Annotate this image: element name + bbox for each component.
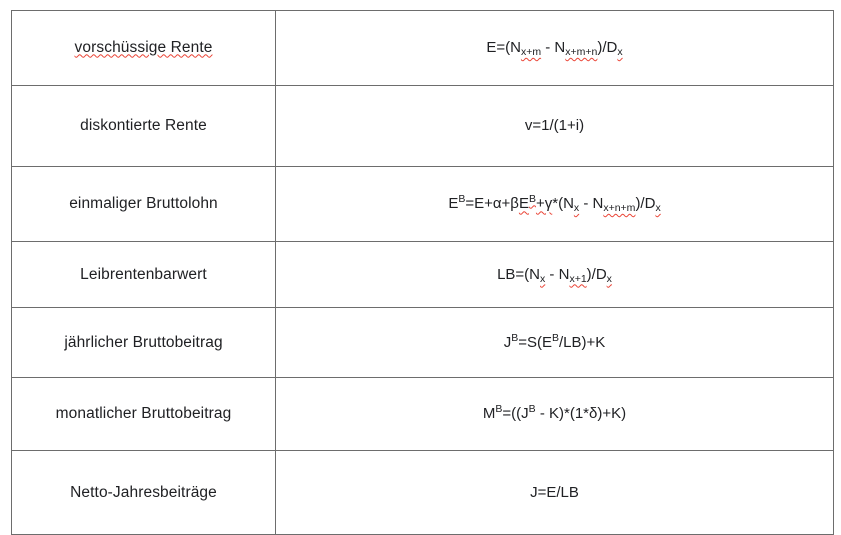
formula-subscript: x+n+m [603,202,636,215]
table-cell-label: jährlicher Bruttobeitrag [11,307,276,378]
formula-superscript: B [528,193,536,206]
formula-subscript: x+1 [569,272,587,285]
formula-expression: LB=(Nx - Nx+1)/Dx [497,265,612,285]
formula-subscript: x [617,46,623,59]
formula-subscript: x+m+n [565,46,598,59]
formula-part: )/D [635,195,656,213]
formula-part: =S(E [518,333,552,351]
term-label: Netto-Jahresbeiträge [70,483,217,501]
formula-part: M [482,405,496,423]
table-row: vorschüssige Rente E=(Nx+m - Nx+m+n)/Dx [11,10,834,86]
term-label: diskontierte Rente [80,117,207,135]
table-cell-label: diskontierte Rente [11,85,276,167]
formula-part: E [518,195,529,213]
formula-superscript: B [495,403,503,416]
formula-expression: JB=S(EB/LB)+K [503,331,606,351]
formula-expression: v=1/(1+i) [524,117,585,135]
formula-subscript: x+m [520,46,542,59]
table-row: einmaliger Bruttolohn EB=E+α+βEB+γ*(Nx -… [11,166,834,242]
formula-expression: EB=E+α+βEB+γ*(Nx - Nx+n+m)/Dx [448,193,661,215]
table-row: Leibrentenbarwert LB=(Nx - Nx+1)/Dx [11,241,834,308]
formula-superscript: B [551,331,559,344]
table-cell-label: Leibrentenbarwert [11,241,276,308]
table-cell-formula: v=1/(1+i) [275,85,834,167]
formula-table: vorschüssige Rente E=(Nx+m - Nx+m+n)/Dx … [11,10,834,535]
formula-part: =((J [502,405,529,423]
term-label: vorschüssige Rente [74,39,213,57]
formula-part: E [448,195,459,213]
formula-subscript: x [573,202,580,215]
formula-expression: J=E/LB [530,483,579,501]
formula-part: - N [579,195,604,213]
table-cell-label: einmaliger Bruttolohn [11,166,276,242]
table-row: Netto-Jahresbeiträge J=E/LB [11,450,834,535]
formula-part: - N [541,39,566,57]
formula-expression: MB=((JB - K)*(1*δ)+K) [482,403,627,423]
table-body: vorschüssige Rente E=(Nx+m - Nx+m+n)/Dx … [11,10,834,535]
table-row: monatlicher Bruttobeitrag MB=((JB - K)*(… [11,377,834,451]
formula-part: )/D [597,39,618,57]
formula-part: +γ [535,195,553,213]
formula-part: LB=(N [497,265,541,283]
formula-part: - N [545,265,570,283]
table-cell-formula: J=E/LB [275,450,834,535]
formula-part: =E+α+β [465,195,519,213]
formula-superscript: B [528,403,536,416]
table-cell-formula: E=(Nx+m - Nx+m+n)/Dx [275,10,834,86]
formula-subscript: x [655,202,661,215]
table-cell-formula: LB=(Nx - Nx+1)/Dx [275,241,834,308]
formula-part: - K)*(1*δ)+K) [535,405,627,423]
table-row: diskontierte Rente v=1/(1+i) [11,85,834,167]
formula-part: /LB)+K [559,333,606,351]
table-cell-formula: EB=E+α+βEB+γ*(Nx - Nx+n+m)/Dx [275,166,834,242]
formula-part: E=(N [486,39,521,57]
term-label: jährlicher Bruttobeitrag [64,333,223,351]
table-cell-formula: JB=S(EB/LB)+K [275,307,834,378]
table-cell-label: monatlicher Bruttobeitrag [11,377,276,451]
formula-subscript: x [606,272,612,285]
formula-superscript: B [458,193,466,206]
table-row: jährlicher Bruttobeitrag JB=S(EB/LB)+K [11,307,834,378]
table-cell-label: vorschüssige Rente [11,10,276,86]
formula-expression: E=(Nx+m - Nx+m+n)/Dx [486,39,623,59]
formula-part: J [503,333,512,351]
table-cell-label: Netto-Jahresbeiträge [11,450,276,535]
term-label: monatlicher Bruttobeitrag [55,405,232,423]
formula-part: *(N [552,195,574,213]
formula-part: )/D [586,265,607,283]
table-cell-formula: MB=((JB - K)*(1*δ)+K) [275,377,834,451]
term-label: Leibrentenbarwert [80,265,207,283]
formula-subscript: x [540,272,546,285]
formula-superscript: B [511,331,519,344]
term-label: einmaliger Bruttolohn [69,195,218,213]
